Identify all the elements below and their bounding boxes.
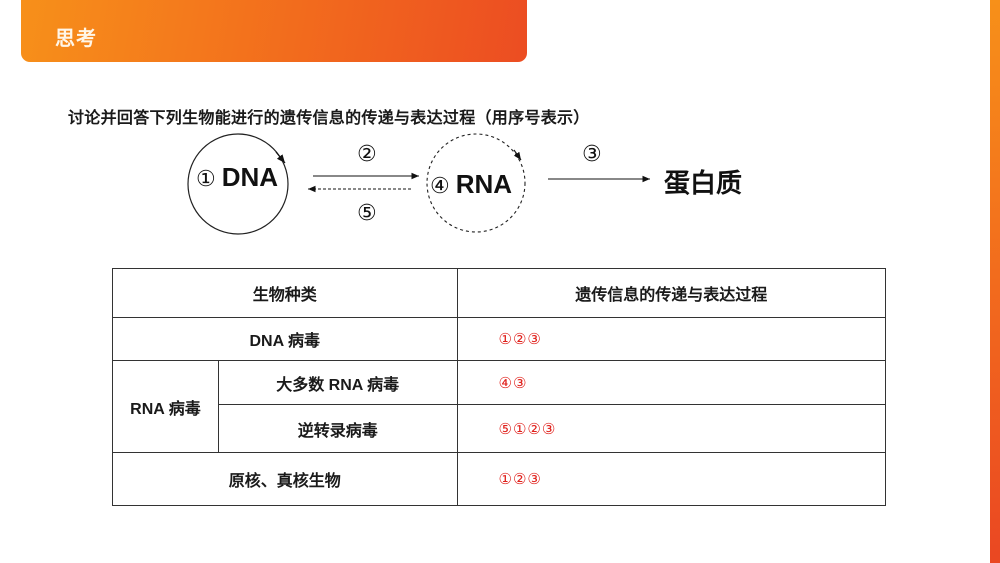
process-answer-cell: ④③ [456,360,887,405]
organism-cell: 原核、真核生物 [112,452,458,506]
arrow-number-translation: ③ [582,142,602,167]
rna-circle-arrowhead [513,149,522,161]
organism-cell: 大多数 RNA 病毒 [217,360,458,405]
dna-step-number: ① [196,166,216,191]
header-bar: 思考 [21,0,527,62]
genetic-info-table: 生物种类 遗传信息的传递与表达过程 DNA 病毒 ①②③ RNA 病毒 大多数 … [112,268,887,506]
process-answer-cell: ①②③ [456,317,887,361]
arrow-number-transcription: ② [357,142,377,167]
process-answer-cell: ①②③ [456,452,887,506]
table-row: RNA 病毒 大多数 RNA 病毒 ④③ [112,360,887,453]
rna-replication-circle [426,133,526,233]
page-title: 思考 [55,26,97,50]
diagram-lines [187,133,650,235]
process-answer-cell: ⑤①②③ [456,404,887,453]
column-header-organism: 生物种类 [112,268,458,318]
right-accent-bar [990,0,1000,563]
dna-circle-arrowhead [275,151,286,164]
arrow-number-reverse-transcription: ⑤ [357,201,377,226]
dna-label: DNA [221,162,279,192]
dna-replication-circle [187,133,289,235]
organism-group-cell: RNA 病毒 [112,360,219,453]
organism-cell: DNA 病毒 [112,317,458,361]
organism-cell: 逆转录病毒 [217,404,458,453]
table-row: 原核、真核生物 ①②③ [112,452,887,506]
question-text: 讨论并回答下列生物能进行的遗传信息的传递与表达过程（用序号表示） [68,108,590,127]
column-header-process: 遗传信息的传递与表达过程 [456,268,887,318]
rna-label: RNA [455,169,513,199]
table-row: 逆转录病毒 ⑤①②③ [113,404,887,453]
rna-step-number: ④ [430,173,450,198]
table-header-row: 生物种类 遗传信息的传递与表达过程 [112,268,887,318]
protein-label: 蛋白质 [664,169,743,199]
table-row: DNA 病毒 ①②③ [112,317,887,361]
